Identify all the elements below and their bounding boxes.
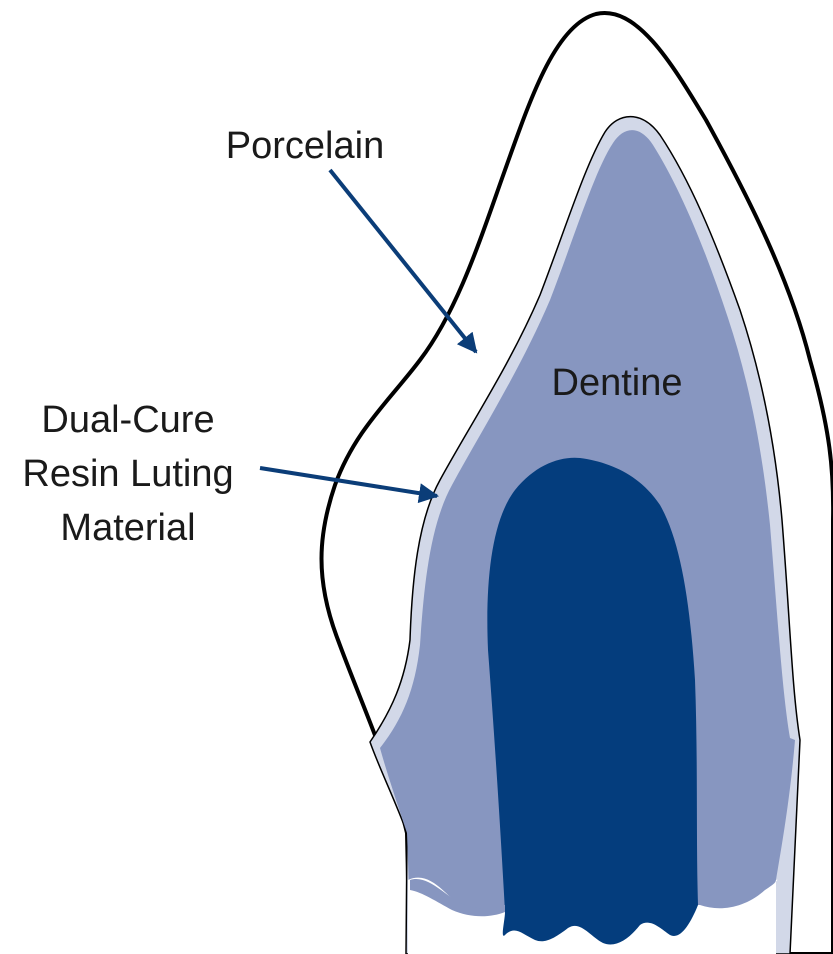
- luting-label-line1: Dual-Cure: [41, 399, 214, 441]
- porcelain-arrow: [330, 170, 476, 352]
- luting-label-line3: Material: [60, 507, 195, 549]
- pulp-chamber: [487, 458, 698, 945]
- porcelain-label: Porcelain: [226, 125, 384, 167]
- dentine-label: Dentine: [552, 362, 683, 404]
- luting-label-line2: Resin Luting: [22, 453, 233, 495]
